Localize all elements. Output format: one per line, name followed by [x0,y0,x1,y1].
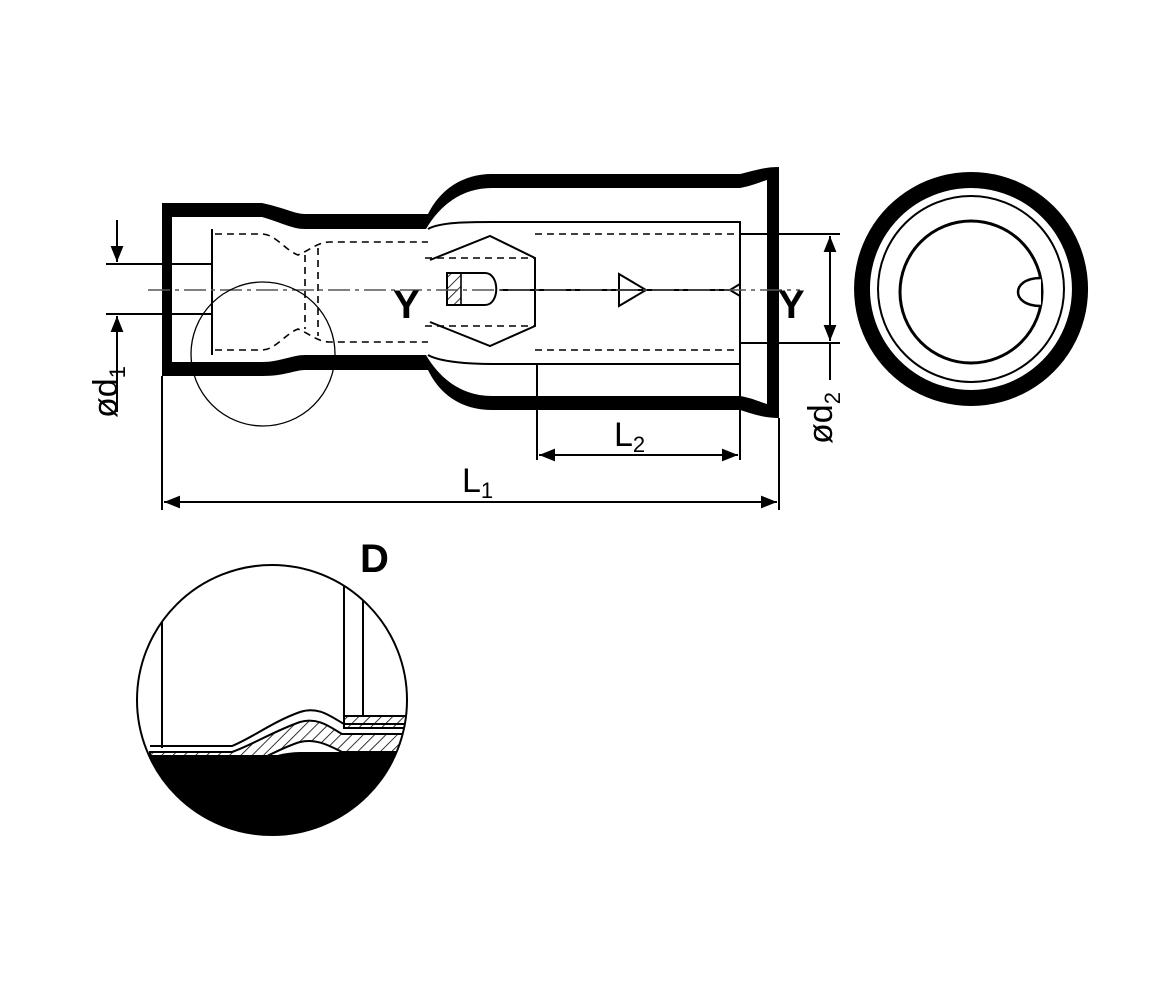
detail-view: D [136,537,408,836]
detail-crimp-metal [149,719,407,769]
side-view: Y Y [148,167,805,460]
wire-stop-hatch [446,272,462,306]
detail-insulation-lower [137,775,407,835]
detail-label: D [360,537,389,581]
detail-sleeve-edge [150,709,407,747]
end-view-socket [898,219,1044,365]
inner-sleeve-outline [211,221,741,365]
wire-stop [446,272,498,306]
detail-upper-strip [343,715,407,729]
dimensions: ød1 ød2 L2 L1 [87,220,845,510]
d1-label: ød1 [87,366,130,418]
insulation-sleeve [162,167,779,418]
crimp-barrel-upper [215,233,428,256]
end-view-insulation-ring [854,172,1089,406]
funnel-hexagon [429,234,536,348]
section-label-left: Y [393,283,420,327]
end-view-inner-ring [877,195,1065,383]
end-view [854,172,1089,406]
crimp-barrel-lower [215,328,428,351]
d2-label: ød2 [802,392,845,444]
detail-circle [136,564,408,836]
end-view-contact-tab [1016,276,1042,308]
section-label-right: Y [778,283,805,327]
l1-label: L1 [462,462,493,503]
l2-label: L2 [614,416,645,457]
detail-reference-circle [190,281,336,427]
